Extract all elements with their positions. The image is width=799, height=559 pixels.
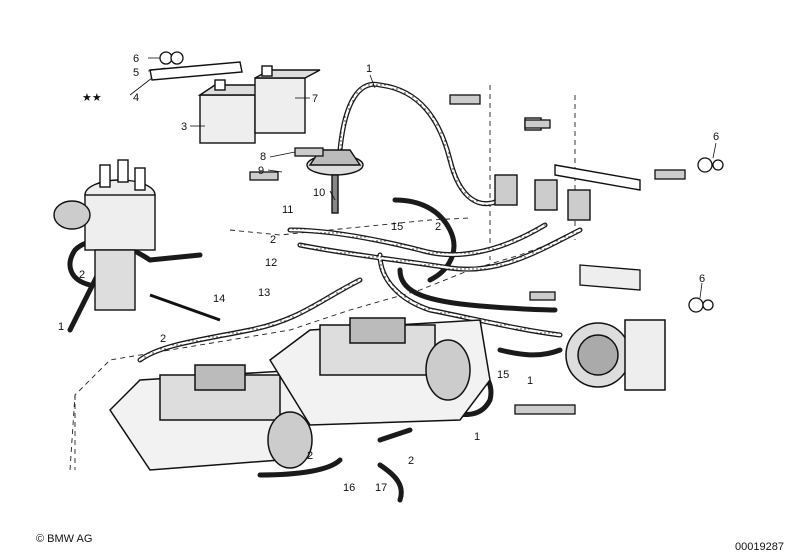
vacuum-switches	[494, 117, 641, 221]
callout-10: 10	[313, 187, 325, 199]
callout-2-d: 2	[160, 333, 166, 345]
part-number: 00019287	[735, 541, 784, 553]
callout-16: 16	[343, 482, 355, 494]
callout-3: 3	[181, 121, 187, 133]
callout-1-low: 1	[474, 431, 480, 443]
callout-15-bottom: 15	[497, 369, 509, 381]
callout-13: 13	[258, 287, 270, 299]
carburetors	[109, 317, 491, 471]
callout-6-top: 6	[133, 53, 139, 65]
callout-2-f: 2	[408, 455, 414, 467]
vacuum-unit	[306, 149, 364, 214]
bolts-and-washers	[149, 51, 724, 415]
star-markers: ★★	[82, 92, 102, 104]
leader-lines	[129, 57, 717, 299]
callout-2-a: 2	[270, 234, 276, 246]
callout-6-lower: 6	[699, 273, 705, 285]
relay-assembly	[149, 61, 321, 144]
callout-1-top: 1	[366, 63, 372, 75]
callout-8: 8	[260, 151, 266, 163]
callout-2-c: 2	[79, 269, 85, 281]
callout-7: 7	[312, 93, 318, 105]
callout-labels: 6 5 4 3 7 8 9 10 1 6 11 2 15 2 12 13 2 1…	[58, 53, 719, 494]
copyright-text: © BMW AG	[36, 533, 93, 545]
callout-11: 11	[282, 204, 293, 216]
callout-2-b: 2	[435, 221, 441, 233]
callout-14: 14	[213, 293, 225, 305]
callout-2-e: 2	[307, 450, 313, 462]
hose-texture	[138, 83, 582, 362]
callout-17: 17	[375, 482, 387, 494]
callout-15-top: 15	[391, 221, 403, 233]
callout-12: 12	[265, 257, 277, 269]
callout-6-right: 6	[713, 131, 719, 143]
callout-1-left: 1	[58, 321, 64, 333]
vacuum-servo	[565, 319, 666, 391]
callout-5: 5	[133, 67, 139, 79]
distributor	[53, 159, 156, 311]
callout-1-mid: 1	[527, 375, 533, 387]
callout-4: 4	[133, 92, 139, 104]
callout-9: 9	[258, 165, 264, 177]
